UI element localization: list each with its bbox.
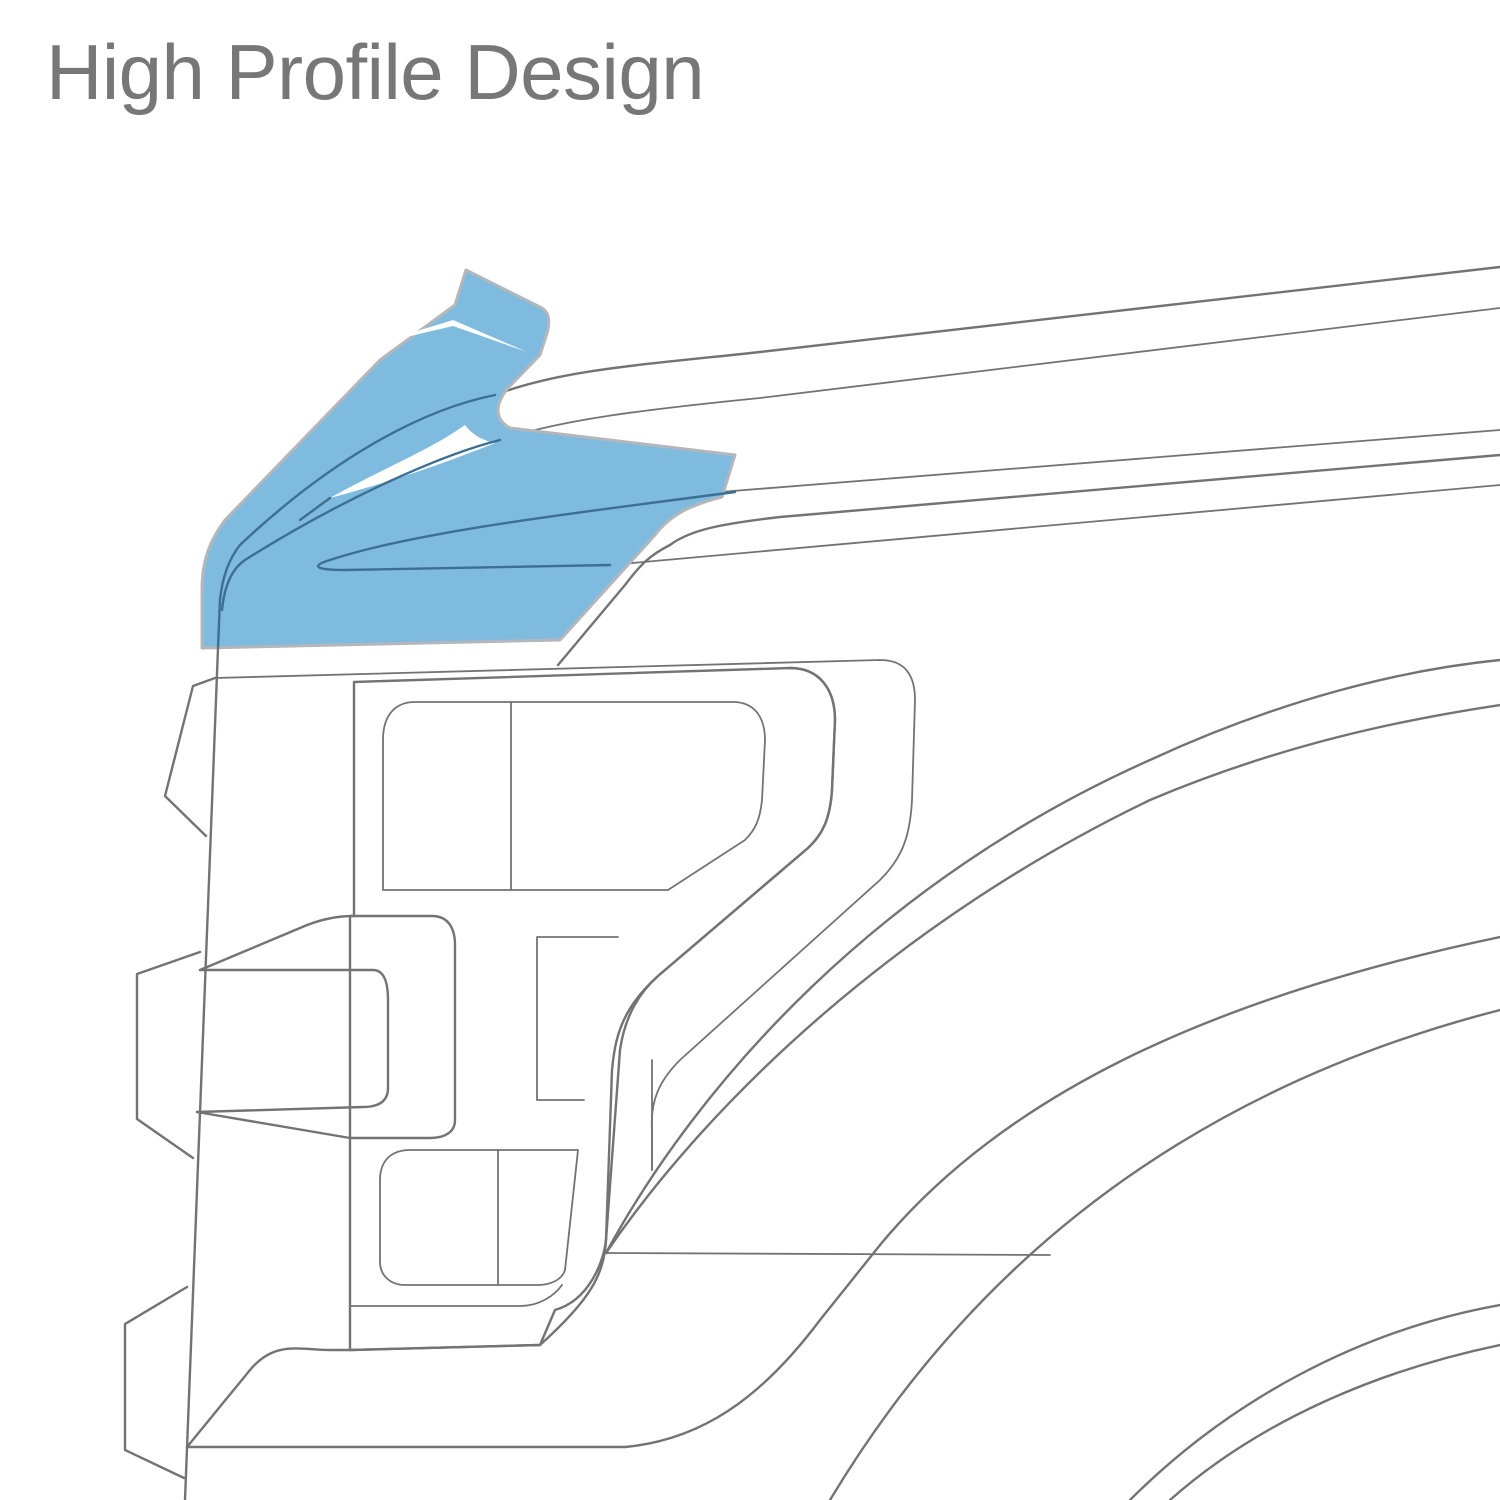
lines-through-shield bbox=[216, 393, 737, 650]
grille-edge bbox=[183, 646, 916, 1500]
fender-arches bbox=[604, 658, 1500, 1500]
grille-blocks bbox=[123, 676, 217, 1480]
bug-shield bbox=[200, 268, 737, 650]
page-title: High Profile Design bbox=[46, 28, 705, 116]
headlight-assembly bbox=[195, 666, 837, 1352]
bumper bbox=[185, 1243, 1051, 1449]
